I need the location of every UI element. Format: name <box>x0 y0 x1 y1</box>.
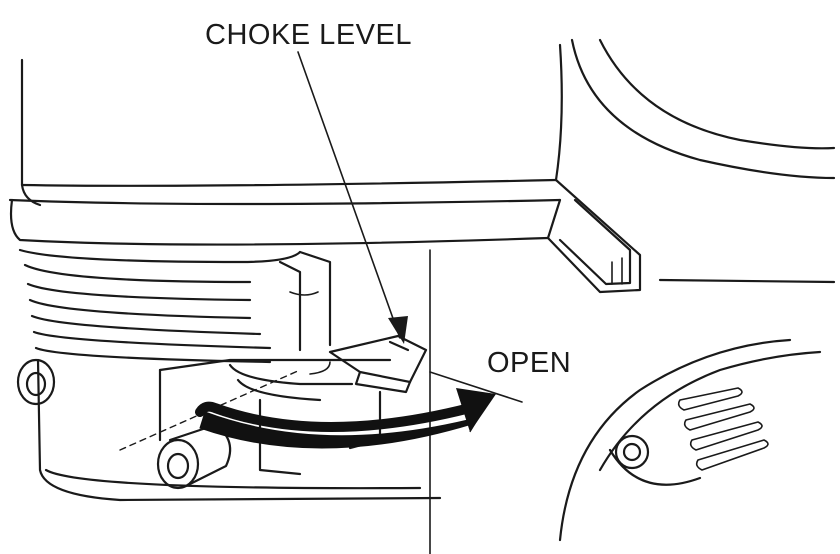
choke-lever-label: CHOKE LEVEL <box>205 19 412 51</box>
rear-housing <box>429 38 836 554</box>
choke-leader-arrowhead <box>388 316 408 344</box>
mounting-bracket <box>546 178 642 294</box>
left-bolt <box>16 358 56 406</box>
carburetor-body <box>18 248 442 502</box>
choke-lever <box>228 334 428 476</box>
choke-leader-line <box>297 51 401 339</box>
open-label: OPEN <box>487 347 571 379</box>
starter-housing <box>558 338 822 542</box>
open-direction-arrow <box>195 388 496 449</box>
open-leader-line <box>429 371 523 403</box>
engine-upper-housing <box>8 43 563 246</box>
